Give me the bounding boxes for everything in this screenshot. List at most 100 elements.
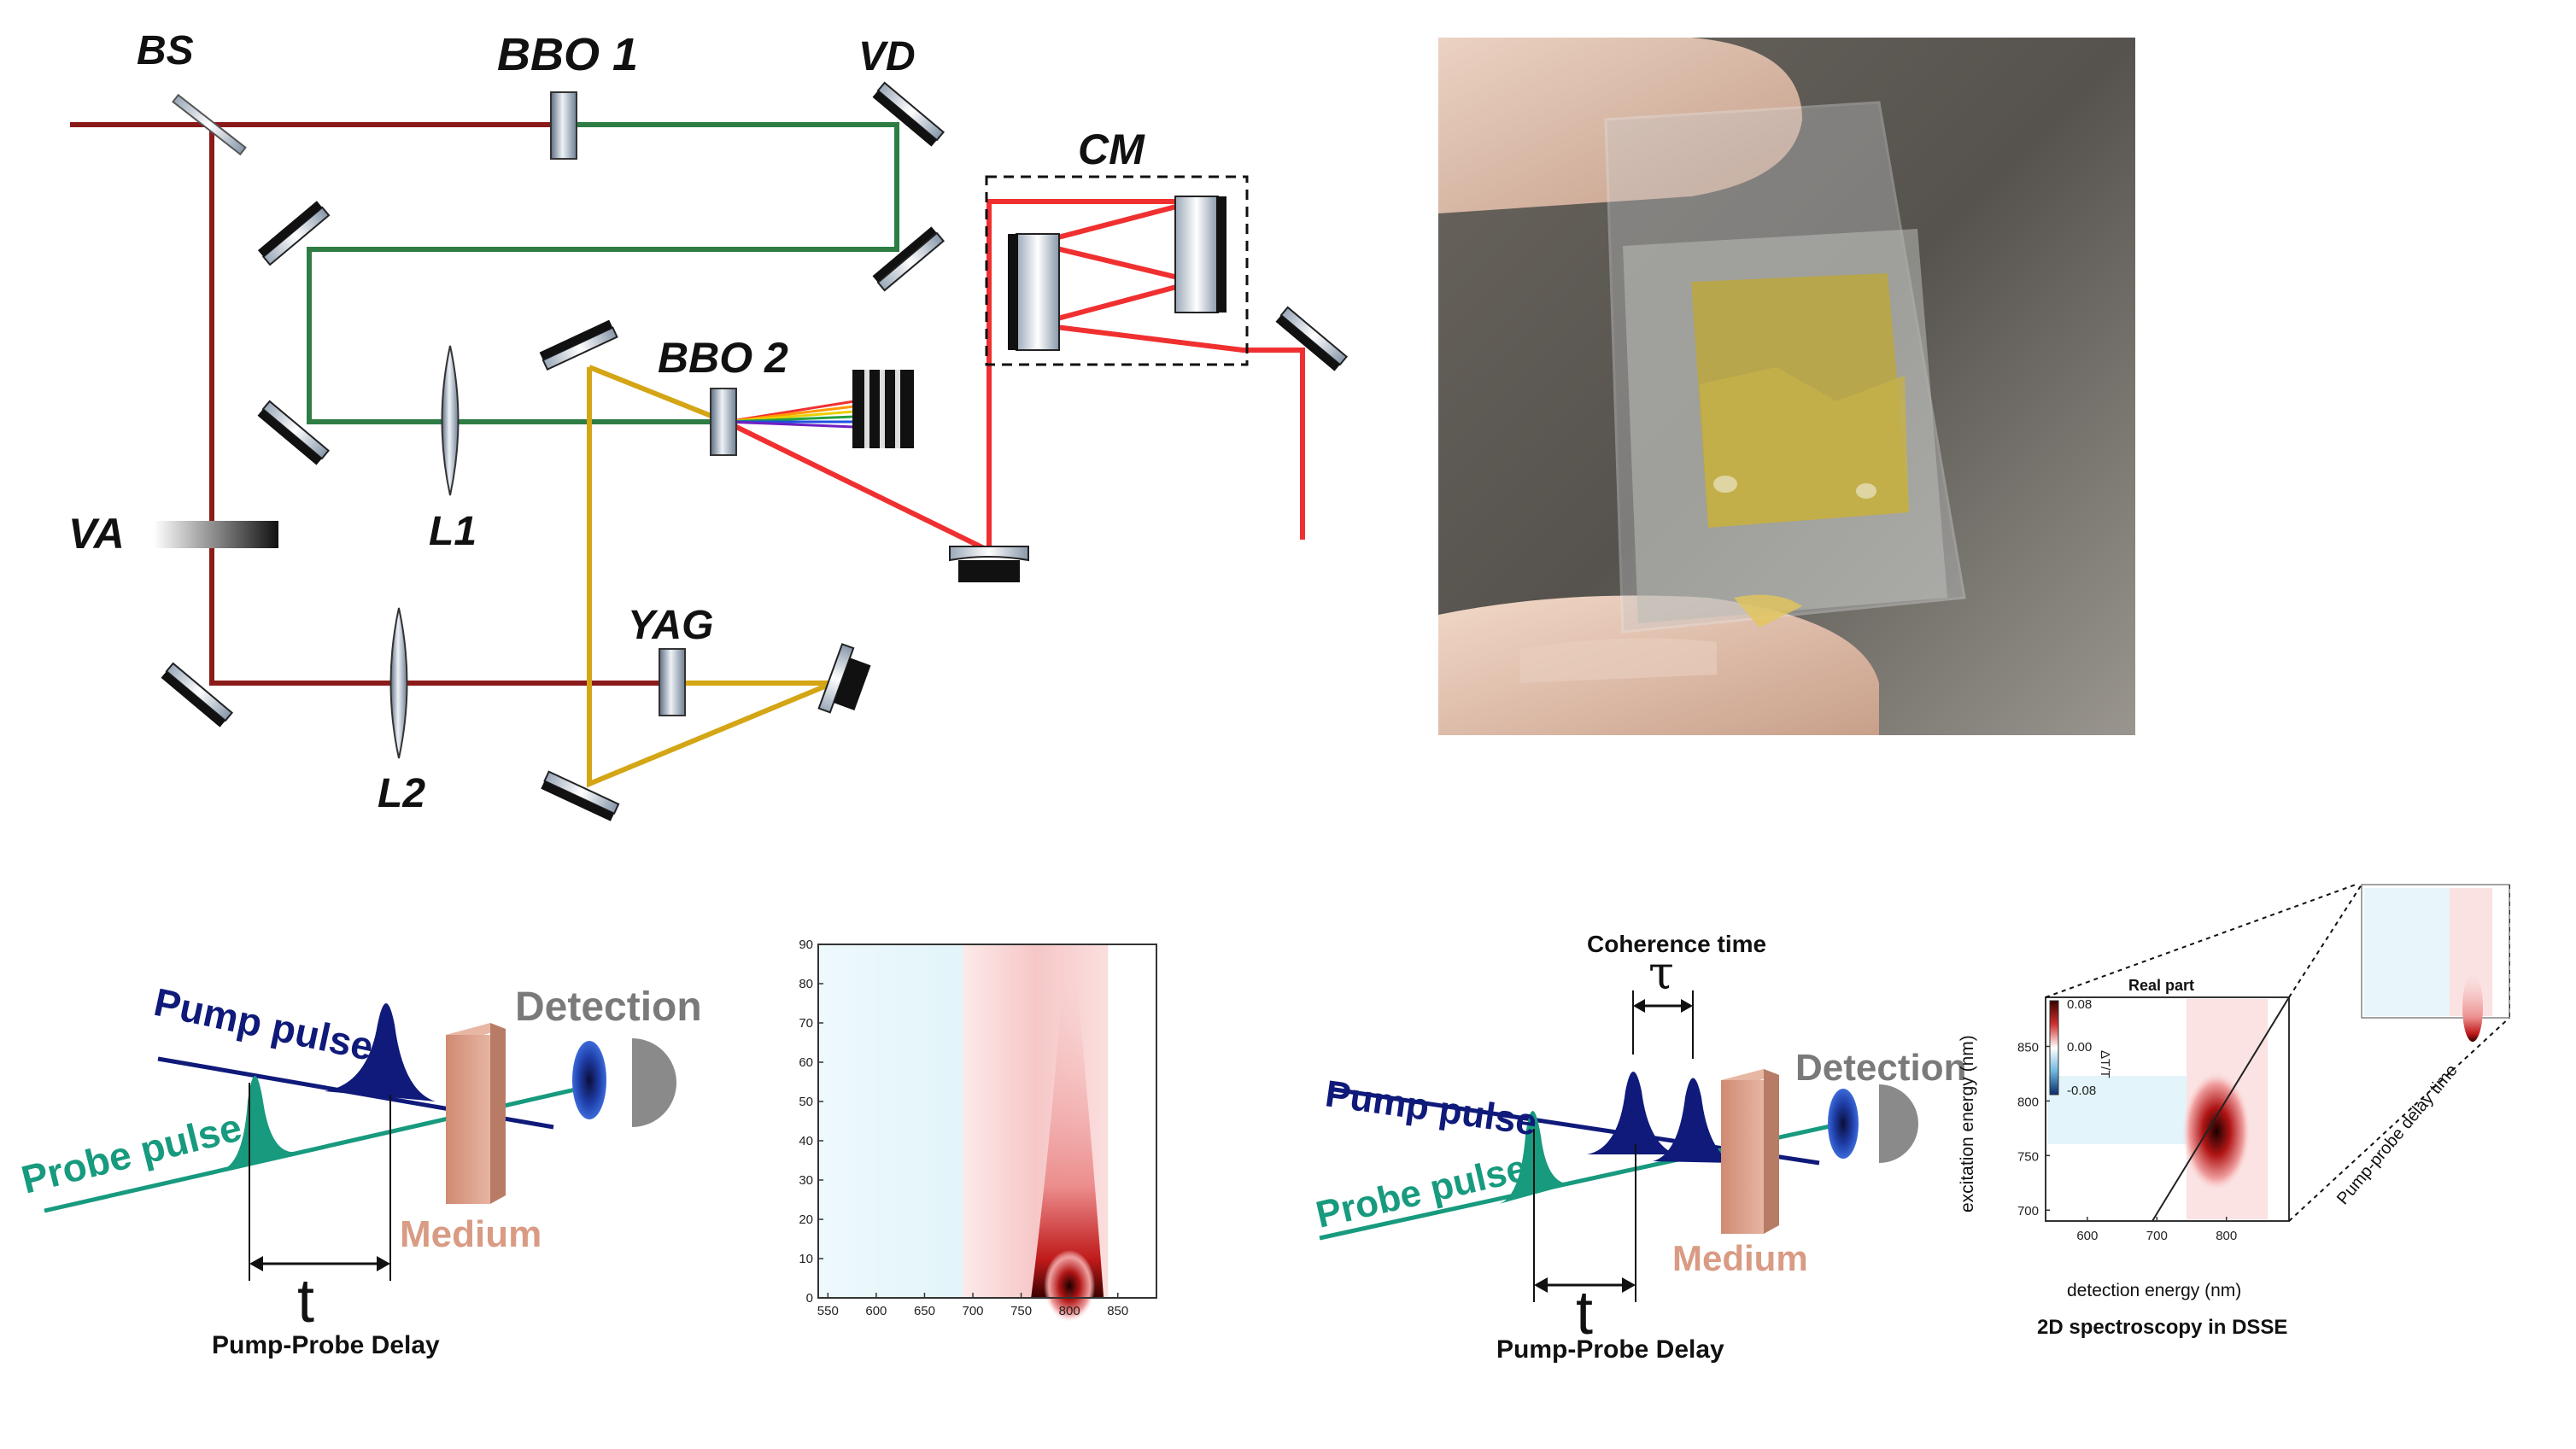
yag-beam	[587, 365, 834, 788]
mirror-vd-bottom	[872, 226, 946, 292]
pump-pulse-label: Pump pulse	[150, 979, 378, 1069]
compressor	[985, 175, 1249, 366]
2d-peak	[2182, 1072, 2251, 1191]
delay-arrow-left-head	[249, 1256, 263, 1271]
label-bs: BS	[137, 28, 194, 73]
colorbar-tick-mid: 0.00	[2067, 1040, 2092, 1055]
2d-probe-pulse	[1499, 1111, 1577, 1204]
2d-y-tick-label: 750	[2017, 1149, 2039, 1164]
delay-axis-label: Pump-probe delay time	[2333, 1061, 2462, 1209]
detection-label: Detection	[515, 985, 702, 1030]
y-tick-label: 60	[799, 1055, 813, 1070]
medium-block	[446, 1023, 506, 1204]
2d-detection-label: Detection	[1795, 1047, 1966, 1089]
2d-y-ticks: 700 750 800 850	[2017, 1041, 2050, 1218]
y-tick-label: 80	[799, 977, 813, 991]
y-tick-label: 90	[799, 938, 813, 952]
lens-l1	[441, 345, 460, 496]
detector	[572, 1038, 676, 1127]
x-tick-label: 550	[817, 1304, 839, 1318]
second-harmonic-beam	[307, 122, 899, 424]
inset-peak	[2462, 973, 2483, 1042]
heatmap-band-negative	[818, 944, 963, 1298]
delay-arrow-right-head	[377, 1256, 390, 1271]
beam-splitter	[172, 93, 247, 156]
bbo1-crystal	[550, 91, 577, 160]
2d-medium-label: Medium	[1672, 1238, 1808, 1278]
label-l2: L2	[378, 771, 425, 816]
variable-attenuator	[154, 521, 278, 548]
x-tick-label: 700	[963, 1304, 984, 1318]
x-tick-label: 800	[1059, 1304, 1080, 1318]
two-d-schematic: Coherence time τ Pump pulse Probe pulse …	[1312, 931, 1966, 1364]
label-bbo1: BBO 1	[497, 29, 638, 80]
pump-probe-schematic: Pump pulse Probe pulse Detection Medium …	[17, 979, 702, 1359]
mirror-lower-left	[257, 400, 331, 465]
colorbar-tick-top: 0.08	[2067, 997, 2092, 1012]
inset-projection-bottom	[2288, 1017, 2510, 1222]
curved-mirror	[949, 546, 1029, 582]
medium-label: Medium	[400, 1213, 542, 1255]
mirror-yag-right	[817, 643, 871, 714]
x-tick-label: 600	[865, 1304, 887, 1318]
2d-detector	[1828, 1084, 1918, 1163]
delay-label: Pump-Probe Delay	[212, 1331, 440, 1359]
mirror-bottom-left	[161, 662, 234, 727]
colorbar-tick-bottom: -0.08	[2067, 1084, 2096, 1098]
pump-pulse	[325, 1003, 436, 1101]
2d-y-tick-label: 800	[2017, 1095, 2039, 1109]
label-bbo2: BBO 2	[658, 334, 788, 382]
2d-delay-arrow-left-head	[1534, 1277, 1548, 1293]
probe-pulse-label: Probe pulse	[17, 1105, 246, 1202]
sample-photo	[1438, 38, 2135, 735]
y-tick-label: 50	[799, 1095, 813, 1109]
mirror-output-right	[1275, 306, 1349, 371]
heatmap-peak-trail	[1031, 979, 1104, 1298]
2d-y-tick-label: 700	[2017, 1204, 2039, 1218]
y-tick-label: 0	[806, 1291, 813, 1306]
probe-pulse	[222, 1076, 301, 1170]
2d-pump-pulse-label: Pump pulse	[1323, 1072, 1540, 1143]
coherence-arrow-left-head	[1633, 999, 1645, 1013]
2d-y-axis-label: excitation energy (nm)	[1958, 1035, 1977, 1212]
colorbar-label: ΔT/T	[2098, 1050, 2112, 1078]
x-tick-label: 850	[1107, 1304, 1128, 1318]
y-tick-label: 20	[799, 1212, 813, 1227]
beam-dump	[852, 370, 914, 448]
rainbow-beams	[725, 400, 855, 429]
mirror-yag-bottom	[541, 770, 620, 821]
bbo2-crystal	[710, 388, 737, 456]
tau-label: τ	[1648, 946, 1674, 1000]
y-tick-label: 10	[799, 1252, 813, 1266]
mirror-yag-top	[539, 319, 618, 371]
2d-diagonal	[2152, 996, 2290, 1222]
t-label: t	[297, 1267, 314, 1335]
2d-probe-pulse-label: Probe pulse	[1312, 1147, 1531, 1236]
coherence-arrow-right-head	[1681, 999, 1693, 1013]
label-yag: YAG	[628, 603, 713, 648]
2d-t-label: t	[1576, 1279, 1593, 1347]
y-tick-label: 70	[799, 1016, 813, 1031]
label-l1: L1	[429, 509, 477, 554]
2d-pump-pulse-1	[1587, 1072, 1676, 1154]
optical-setup: BS BBO 1 VD CM BBO 2 VA L1 YAG L2	[68, 28, 1349, 821]
2d-caption: 2D spectroscopy in DSSE	[2037, 1316, 2287, 1339]
2d-colorbar	[2049, 1000, 2059, 1096]
y-tick-label: 30	[799, 1173, 813, 1188]
2d-map-title: Real part	[2128, 977, 2194, 994]
lens-l2	[389, 607, 408, 759]
heatmap-plot-area	[818, 944, 1156, 1322]
inset-projection-top	[2288, 884, 2362, 998]
inset-negative-band	[2364, 888, 2450, 1016]
2d-x-axis-label: detection energy (nm)	[2067, 1281, 2241, 1300]
2d-y-tick-label: 850	[2017, 1041, 2039, 1055]
2d-delay-label: Pump-Probe Delay	[1496, 1335, 1724, 1364]
2d-x-tick-label: 800	[2216, 1229, 2237, 1243]
coherence-time-label: Coherence time	[1587, 931, 1766, 957]
